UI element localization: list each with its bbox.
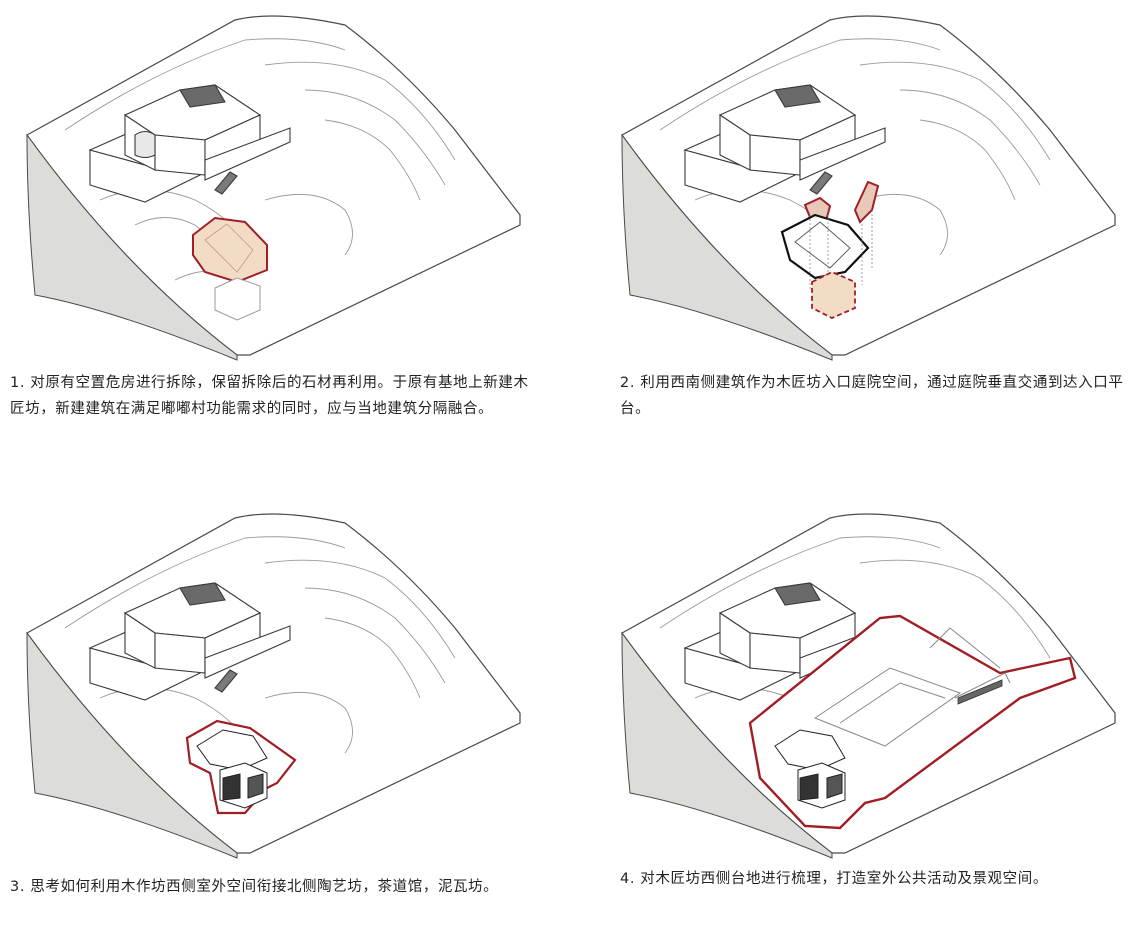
courtyard-volume — [811, 271, 856, 319]
new-workshop-volume — [192, 216, 268, 284]
entry-building-roof — [794, 221, 851, 269]
terrace-step-element — [957, 679, 1003, 705]
step-2-caption: 2. 利用西南侧建筑作为木匠坊入口庭院空间，通过庭院垂直交通到达入口平台。 — [620, 375, 1124, 417]
terrain-section — [621, 133, 833, 361]
site-axonometric-diagram — [26, 513, 521, 859]
terrain-section — [26, 631, 238, 859]
workshop-building — [774, 729, 846, 809]
step-1-caption: 1. 对原有空置危房进行拆除，保留拆除后的石材再利用。于原有基地上新建木匠坊，新… — [10, 375, 529, 417]
demolished-block — [214, 277, 261, 321]
terrain-section — [26, 133, 238, 361]
new-workshop-roofline — [204, 223, 254, 273]
terrace-structure — [813, 627, 1011, 747]
site-axonometric-diagram — [621, 15, 1116, 361]
existing-house — [683, 84, 886, 203]
step-4-caption: 4. 对木匠坊西侧台地进行梳理，打造室外公共活动及景观空间。 — [620, 871, 1048, 887]
workshop-building — [196, 729, 268, 809]
entry-building-outline — [780, 213, 870, 280]
existing-house — [88, 84, 291, 203]
stair-element-2 — [853, 180, 880, 224]
site-axonometric-diagram — [26, 15, 521, 361]
projection-lines — [809, 210, 873, 290]
existing-house — [88, 582, 291, 701]
terrain-section — [621, 631, 833, 859]
site-axonometric-diagram — [621, 513, 1116, 859]
step-3-caption: 3. 思考如何利用木作坊西侧室外空间衔接北侧陶艺坊，茶道馆，泥瓦坊。 — [10, 879, 499, 895]
